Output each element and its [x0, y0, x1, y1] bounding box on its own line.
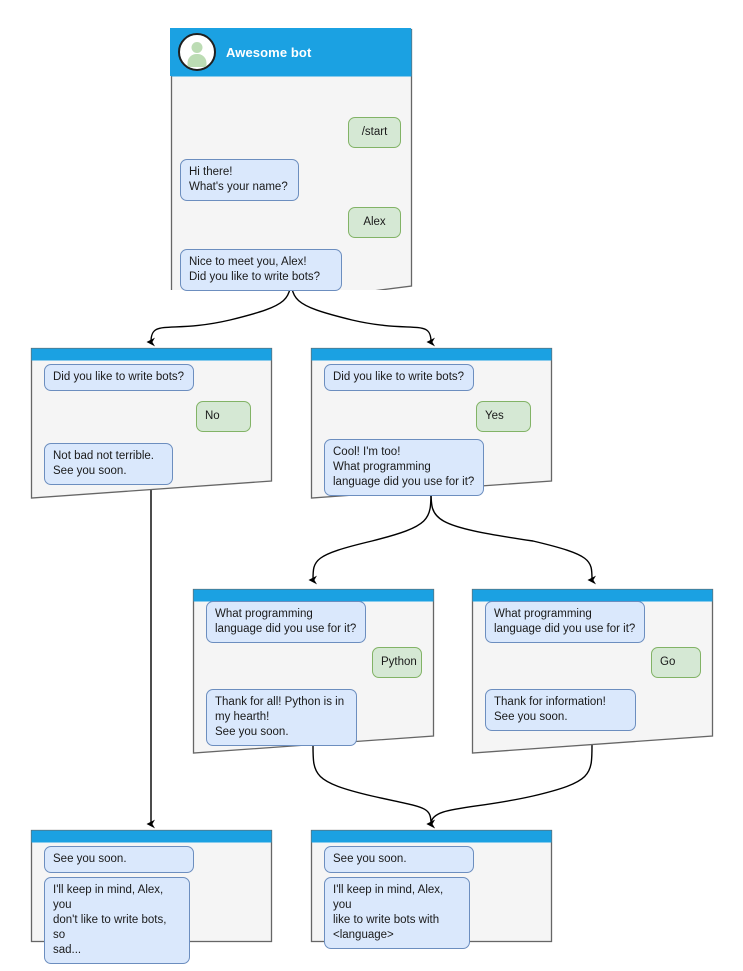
message-bot: Thank for all! Python is in my hearth! S…	[206, 689, 357, 746]
message-bot: Thank for information! See you soon.	[485, 689, 636, 731]
message-bot: I'll keep in mind, Alex, you don't like …	[44, 877, 190, 964]
card-answer-no-messages: Did you like to write bots? No Not bad n…	[30, 360, 271, 490]
message-bot: Cool! I'm too! What programming language…	[324, 439, 484, 496]
card-answer-yes[interactable]: Did you like to write bots? Yes Cool! I'…	[310, 347, 553, 499]
edge-answer-yes-to-lang-python	[308, 489, 432, 585]
message-bot: Not bad not terrible. See you soon.	[44, 443, 173, 485]
message-bot: See you soon.	[44, 846, 194, 873]
message-user: Go	[651, 647, 701, 678]
message-user: /start	[348, 117, 401, 148]
message-bot: Did you like to write bots?	[324, 364, 474, 391]
card-end-happy[interactable]: See you soon. I'll keep in mind, Alex, y…	[310, 829, 553, 949]
card-lang-go[interactable]: What programming language did you use fo…	[471, 588, 714, 754]
message-user: Alex	[348, 207, 401, 238]
card-end-sad[interactable]: See you soon. I'll keep in mind, Alex, y…	[30, 829, 273, 964]
card-end-happy-messages: See you soon. I'll keep in mind, Alex, y…	[310, 842, 551, 949]
card-answer-yes-messages: Did you like to write bots? Yes Cool! I'…	[310, 360, 551, 496]
message-user: Yes	[476, 401, 531, 432]
card-lang-python[interactable]: What programming language did you use fo…	[192, 588, 435, 754]
card-start-title: Awesome bot	[226, 44, 312, 60]
card-lang-python-messages: What programming language did you use fo…	[192, 601, 433, 746]
message-bot: Did you like to write bots?	[44, 364, 194, 391]
message-user: No	[196, 401, 251, 432]
message-bot: Nice to meet you, Alex! Did you like to …	[180, 249, 342, 291]
message-bot: See you soon.	[324, 846, 474, 873]
message-bot: What programming language did you use fo…	[485, 601, 645, 643]
card-start-header: Awesome bot	[170, 28, 411, 76]
message-bot: I'll keep in mind, Alex, you like to wri…	[324, 877, 470, 949]
card-answer-no[interactable]: Did you like to write bots? No Not bad n…	[30, 347, 273, 499]
edge-lang-go-to-end-happy	[426, 744, 593, 829]
message-bot: Hi there! What's your name?	[180, 159, 299, 201]
card-end-sad-messages: See you soon. I'll keep in mind, Alex, y…	[30, 842, 271, 964]
card-lang-go-messages: What programming language did you use fo…	[471, 601, 712, 745]
message-user: Python	[372, 647, 422, 678]
bot-avatar-icon	[178, 33, 216, 71]
edge-answer-yes-to-lang-go	[430, 489, 597, 585]
edge-lang-python-to-end-happy	[312, 744, 436, 829]
card-start-messages: /start Hi there! What's your name? Alex …	[170, 76, 411, 291]
card-start[interactable]: Awesome bot /start Hi there! What's your…	[170, 28, 413, 291]
message-bot: What programming language did you use fo…	[206, 601, 366, 643]
